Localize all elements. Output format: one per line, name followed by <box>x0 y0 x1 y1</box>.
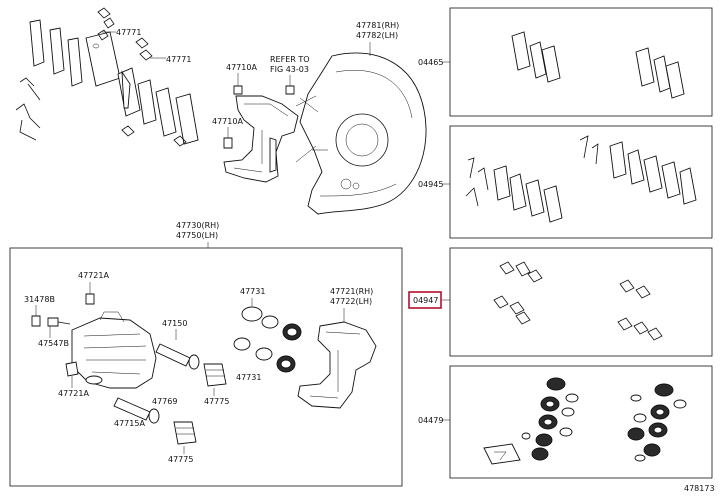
kit-04947-shims <box>493 261 663 341</box>
label-47775-upper: 47775 <box>204 397 229 406</box>
label-47775-lower: 47775 <box>168 455 193 464</box>
boot-upper <box>203 363 227 387</box>
figure-id: 478173 <box>684 484 715 493</box>
highlight-04947[interactable] <box>408 291 442 309</box>
piston-seals <box>233 306 302 373</box>
slide-pin-upper <box>155 343 200 370</box>
label-47547b: 47547B <box>38 339 69 348</box>
disc-dust-cover <box>299 52 427 215</box>
label-47781-rh: 47781(RH) <box>356 21 399 30</box>
label-47750-lh: 47750(LH) <box>176 231 218 240</box>
label-47721a-lower: 47721A <box>58 389 89 398</box>
label-04465: 04465 <box>418 58 443 67</box>
kit-04479-seals <box>483 377 687 465</box>
label-47731-upper: 47731 <box>240 287 265 296</box>
label-47715a: 47715A <box>114 419 145 428</box>
label-04947[interactable]: 04947 <box>413 296 438 305</box>
brake-pad-set <box>15 7 199 147</box>
caliper-mounting-bracket <box>223 95 299 183</box>
kit-box-04945 <box>449 125 713 239</box>
label-47710a-upper: 47710A <box>226 63 257 72</box>
label-04479: 04479 <box>418 416 443 425</box>
kit-04945-pads <box>465 135 697 223</box>
label-47721a-upper: 47721A <box>78 271 109 280</box>
label-47730-rh: 47730(RH) <box>176 221 219 230</box>
caliper-assembly-frame <box>9 247 403 487</box>
label-04945: 04945 <box>418 180 443 189</box>
kit-04465-pads <box>511 31 685 99</box>
label-47771-lower: 47771 <box>166 55 191 64</box>
kit-box-04479 <box>449 365 713 479</box>
kit-box-04465 <box>449 7 713 117</box>
label-47771-upper: 47771 <box>116 28 141 37</box>
boot-lower <box>173 421 197 445</box>
label-47782-lh: 47782(LH) <box>356 31 398 40</box>
label-47769: 47769 <box>152 397 177 406</box>
refer-to-label: REFER TO <box>270 55 310 64</box>
label-47722-lh: 47722(LH) <box>330 297 372 306</box>
label-47710a-lower: 47710A <box>212 117 243 126</box>
label-47731-lower: 47731 <box>236 373 261 382</box>
label-47150: 47150 <box>162 319 187 328</box>
caliper-body <box>71 311 157 389</box>
kit-box-04947 <box>449 247 713 357</box>
slide-pin-lower <box>113 397 160 424</box>
label-47721-rh: 47721(RH) <box>330 287 373 296</box>
caliper-bracket <box>297 321 377 409</box>
refer-fig-label: FIG 43-03 <box>270 65 309 74</box>
label-31478b: 31478B <box>24 295 55 304</box>
